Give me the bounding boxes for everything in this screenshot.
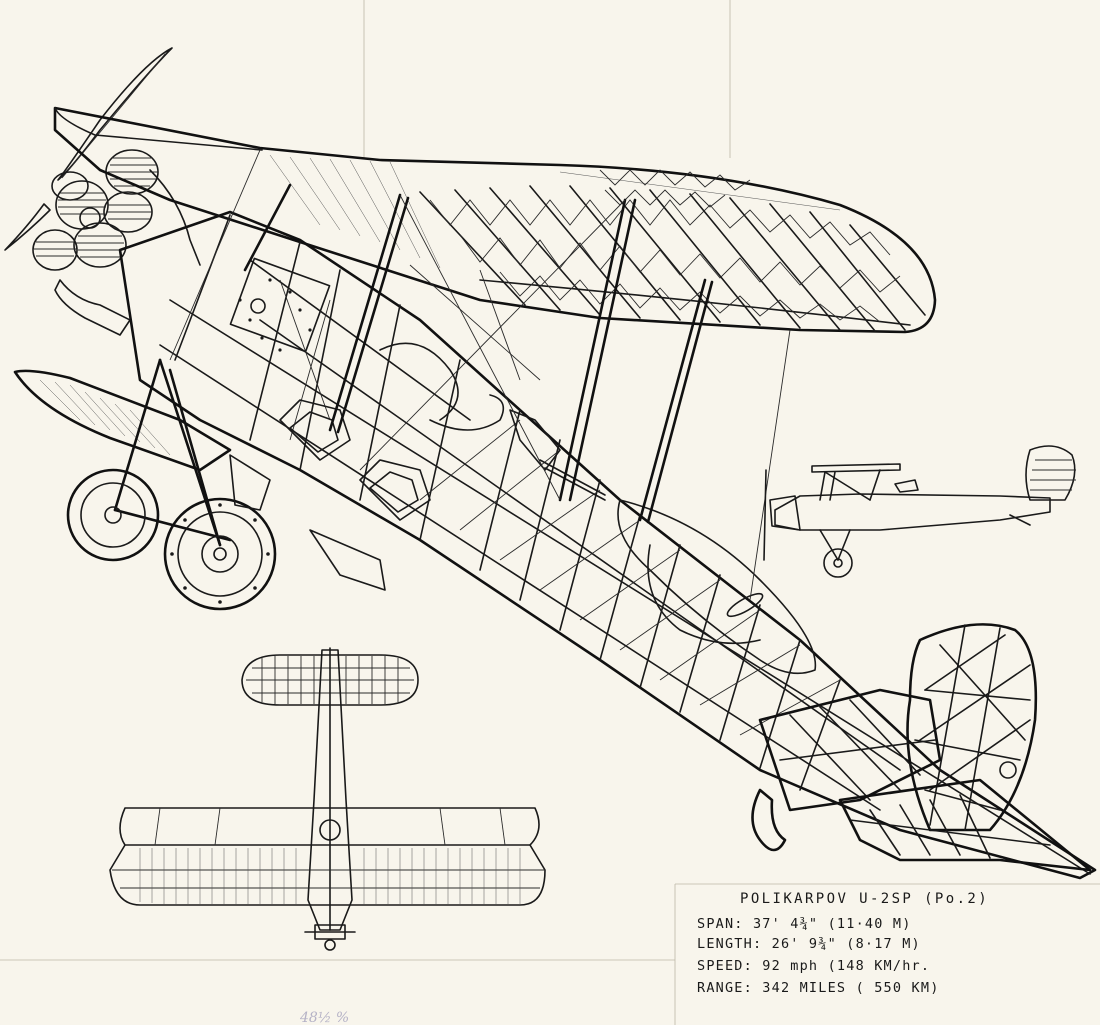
spec-length: LENGTH: 26' 9¾" (8·17 M) xyxy=(697,936,921,952)
wing-struts xyxy=(169,149,791,601)
top-view xyxy=(109,647,546,951)
side-view xyxy=(763,445,1076,578)
lower-wing xyxy=(13,369,232,472)
landing-wheel-rear xyxy=(66,468,160,562)
pencil-scale-note: 48½ % xyxy=(299,1010,349,1025)
main-cutaway xyxy=(4,47,1097,880)
spec-speed: SPEED: 92 mph (148 KM/hr. xyxy=(697,958,930,974)
gun-mount xyxy=(509,409,606,501)
propeller xyxy=(4,47,173,251)
upper-wing xyxy=(53,106,937,334)
tail-assembly xyxy=(751,623,1092,872)
spec-span: SPAN: 37' 4¾" (11·40 M) xyxy=(697,916,912,932)
spec-title: POLIKARPOV U-2SP (Po.2) xyxy=(740,891,989,907)
specification-block: POLIKARPOV U-2SP (Po.2) SPAN: 37' 4¾" (1… xyxy=(697,891,989,996)
spec-range: RANGE: 342 MILES ( 550 KM) xyxy=(697,980,940,996)
landing-wheel-front xyxy=(163,497,277,611)
fuselage xyxy=(118,210,1097,880)
landing-gear xyxy=(66,358,386,611)
